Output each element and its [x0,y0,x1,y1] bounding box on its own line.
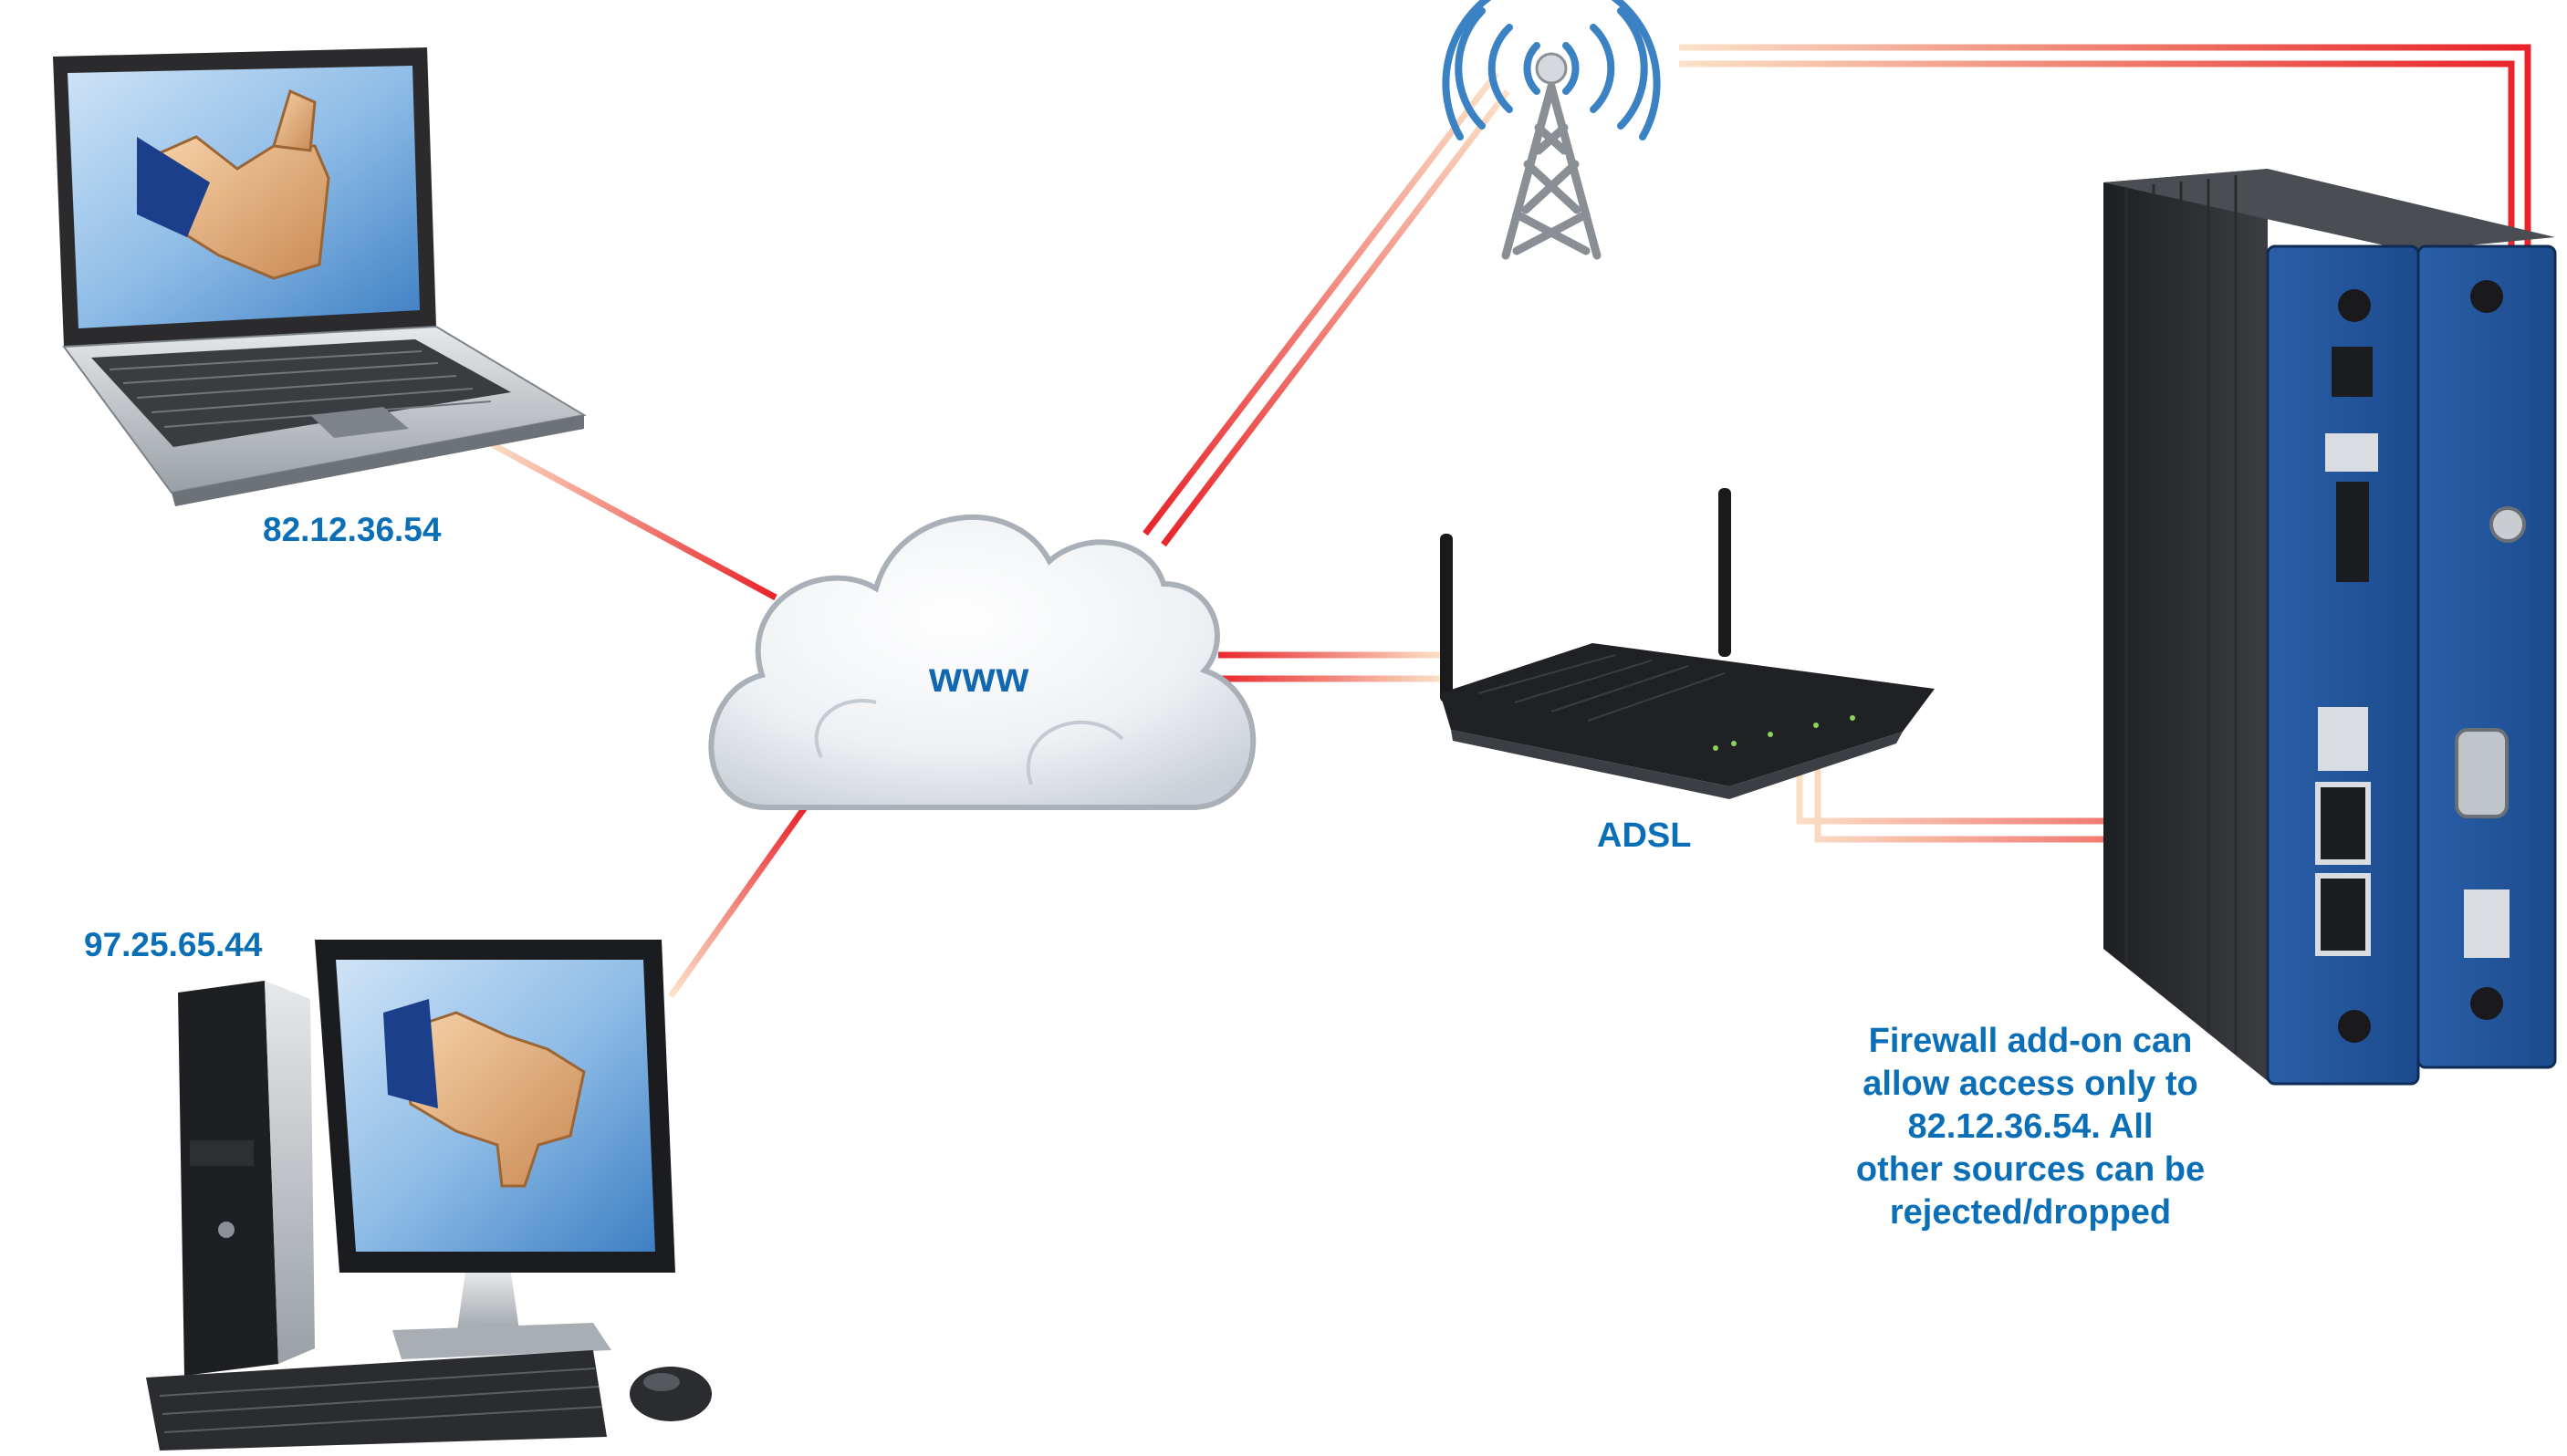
firewall-note: Firewall add-on can allow access only to… [1784,1020,2277,1234]
cell-tower [1442,0,1661,260]
link-cloud-router [1218,651,1442,682]
firewall-note-line: rejected/dropped [1889,1193,2172,1232]
link-desktop-cloud [668,805,808,999]
link-cloud-tower [1143,70,1510,547]
laptop [53,47,587,506]
rtu-cpu-module [2266,244,2420,1086]
firewall-note-line: Firewall add-on can [1868,1022,2193,1060]
cloud-label: www [929,653,1030,701]
firewall-note-line: other sources can be [1855,1150,2206,1189]
thumbs-down-icon [383,999,586,1188]
firewall-note-line: allow access only to [1863,1065,2198,1103]
thumbs-up-icon [137,88,330,280]
wireless-signal-icon [1442,0,1661,140]
laptop-ip-label: 82.12.36.54 [263,511,442,548]
tbox-rtu [2103,169,2557,1086]
rtu-modem-module [2416,244,2557,1069]
internet-cloud [708,515,1257,810]
desktop-computer [146,940,712,1451]
adsl-router [1440,488,1935,799]
router-label: ADSL [1597,816,1692,855]
desktop-ip-label: 97.25.65.44 [84,926,263,963]
firewall-note-line: 82.12.36.54. All [1907,1108,2154,1146]
link-laptop-cloud [482,436,777,601]
